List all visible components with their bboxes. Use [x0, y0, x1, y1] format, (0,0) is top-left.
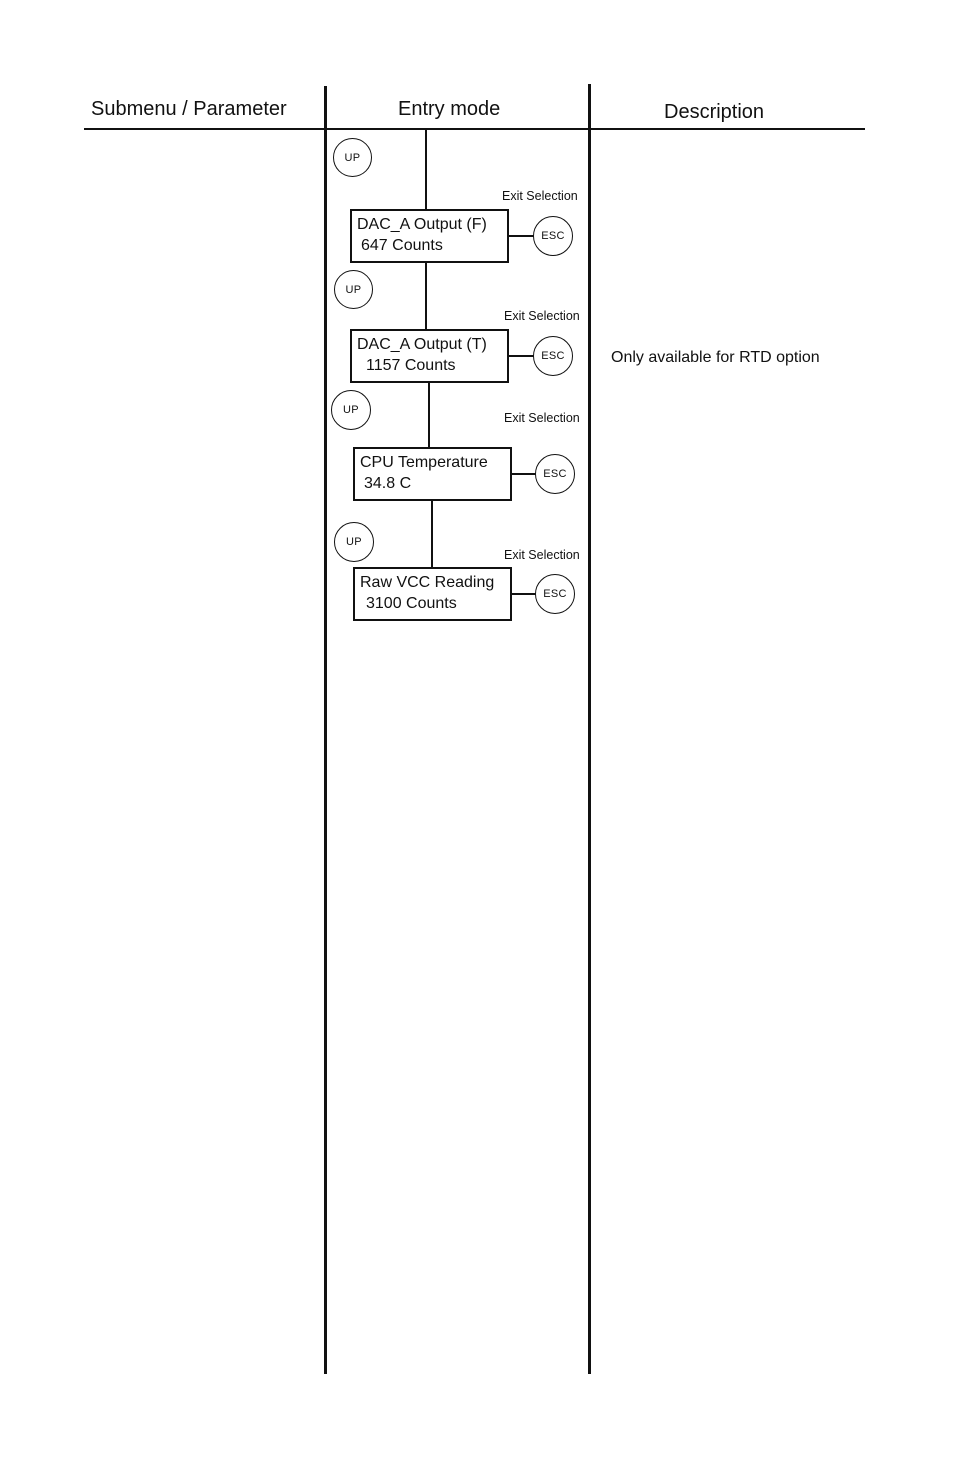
- up-button[interactable]: UP: [334, 522, 374, 562]
- esc-button-label: ESC: [543, 588, 567, 600]
- screen-value: 647 Counts: [357, 235, 502, 256]
- exit-selection-label: Exit Selection: [504, 309, 580, 323]
- esc-connector: [509, 235, 534, 237]
- description-rtd-option: Only available for RTD option: [611, 349, 820, 367]
- up-button-label: UP: [346, 536, 362, 548]
- esc-button[interactable]: ESC: [535, 454, 575, 494]
- screen-value: 3100 Counts: [360, 593, 505, 614]
- esc-button-label: ESC: [541, 350, 565, 362]
- up-button-label: UP: [345, 152, 361, 164]
- esc-button-label: ESC: [541, 230, 565, 242]
- flow-connector: [425, 261, 427, 331]
- column-divider-left: [324, 86, 327, 1374]
- exit-selection-label: Exit Selection: [504, 548, 580, 562]
- screen-title: Raw VCC Reading: [360, 574, 494, 591]
- esc-button[interactable]: ESC: [533, 216, 573, 256]
- esc-connector: [512, 593, 536, 595]
- flow-connector: [428, 381, 430, 449]
- display-screen-raw-vcc-reading: Raw VCC Reading 3100 Counts: [353, 567, 512, 621]
- up-button[interactable]: UP: [334, 270, 373, 309]
- esc-button-label: ESC: [543, 468, 567, 480]
- screen-value: 1157 Counts: [357, 355, 502, 376]
- exit-selection-label: Exit Selection: [504, 411, 580, 425]
- column-divider-right: [588, 84, 591, 1374]
- header-entry-mode: Entry mode: [398, 97, 500, 121]
- up-button[interactable]: UP: [333, 138, 372, 177]
- flow-connector: [431, 499, 433, 569]
- screen-title: DAC_A Output (T): [357, 336, 487, 353]
- esc-button[interactable]: ESC: [533, 336, 573, 376]
- screen-title: CPU Temperature: [360, 454, 488, 471]
- display-screen-cpu-temperature: CPU Temperature 34.8 C: [353, 447, 512, 501]
- up-button-label: UP: [346, 284, 362, 296]
- up-button-label: UP: [343, 404, 359, 416]
- display-screen-dac-a-output-t: DAC_A Output (T) 1157 Counts: [350, 329, 509, 383]
- display-screen-dac-a-output-f: DAC_A Output (F) 647 Counts: [350, 209, 509, 263]
- esc-button[interactable]: ESC: [535, 574, 575, 614]
- up-button[interactable]: UP: [331, 390, 371, 430]
- esc-connector: [509, 355, 534, 357]
- flow-connector: [425, 130, 427, 210]
- screen-value: 34.8 C: [360, 473, 505, 494]
- screen-title: DAC_A Output (F): [357, 216, 487, 233]
- esc-connector: [512, 473, 536, 475]
- exit-selection-label: Exit Selection: [502, 189, 578, 203]
- header-description: Description: [664, 100, 764, 124]
- header-submenu-parameter: Submenu / Parameter: [91, 97, 287, 121]
- header-divider: [84, 128, 865, 130]
